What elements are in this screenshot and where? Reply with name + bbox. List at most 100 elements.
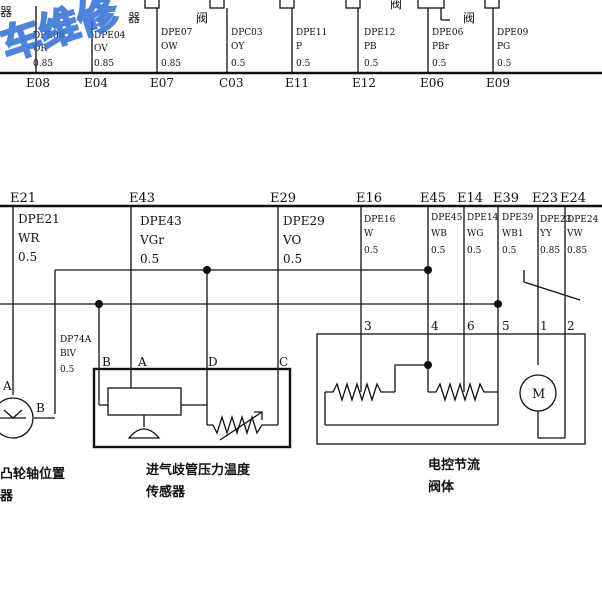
ground-symbol (127, 428, 161, 439)
thermistor (207, 414, 278, 436)
throttle-pin: 5 (502, 319, 510, 333)
throttle-label: 阀体 (428, 479, 455, 495)
map-pin: D (208, 355, 218, 369)
ecu-wire-id: DPE43 (140, 214, 182, 228)
top-connector-box (484, 0, 500, 9)
top-terminal: E06 (420, 76, 444, 90)
throttle-pin: 3 (364, 319, 372, 333)
ecu-wire-id: DPE24 (567, 215, 599, 225)
electronic-throttle-body: 3 4 6 5 1 2 M 电控节流 阀体 (316, 270, 586, 495)
ecu-pin: E14 (457, 191, 483, 206)
ecu-wire-id: DPE21 (18, 212, 60, 226)
potentiometer (428, 381, 498, 403)
ecu-wire-size: 0.5 (467, 246, 482, 256)
ecu-wire-size: 0.85 (540, 246, 560, 256)
ecu-wire-color: VW (566, 229, 583, 239)
top-wire-color: OY (231, 42, 245, 52)
ecu-pin: E43 (129, 191, 155, 206)
top-header-char: 阀 (463, 11, 475, 25)
extra-wire: DP74A BlV 0.5 (54, 270, 92, 414)
top-wire-color: PB (364, 42, 377, 52)
ecu-wire-size: 0.5 (364, 246, 379, 256)
top-wire-id: DPE09 (497, 28, 529, 38)
ecu-wire-size: 0.5 (431, 246, 446, 256)
map-pin: C (279, 355, 288, 369)
cam-position-sensor: A B 凸轮轴位置 器 (0, 304, 65, 504)
top-header-char: 器 (0, 5, 12, 19)
top-wire-color: OW (161, 42, 178, 52)
top-wire-id: DPE06 (432, 28, 464, 38)
top-wire-size: 0.85 (161, 59, 181, 69)
ecu-wire-size: 0.5 (18, 250, 37, 264)
throttle-label: 电控节流 (428, 457, 480, 473)
throttle-body-box (316, 333, 586, 445)
top-terminal: C03 (219, 76, 243, 90)
map-pin: B (102, 355, 111, 369)
top-wire-size: 0.5 (497, 59, 512, 69)
ecu-wire-color: WG (467, 229, 483, 239)
top-connector-box (345, 0, 361, 9)
top-terminal: E12 (352, 76, 376, 90)
top-connector-box (417, 0, 445, 9)
throttle-pin: 2 (567, 319, 575, 333)
top-terminal: E11 (285, 76, 309, 90)
top-wire-size: 0.85 (94, 59, 114, 69)
ecu-wire-id: DPE29 (283, 214, 325, 228)
top-wire-id: DPE11 (296, 28, 327, 38)
top-wire-id: DPE08 (33, 31, 65, 41)
top-wire-color: PBr (432, 42, 450, 52)
top-wire-size: 0.5 (364, 59, 379, 69)
throttle-pin: 6 (467, 319, 475, 333)
potentiometer (325, 381, 395, 403)
map-sensor-box (92, 367, 292, 449)
top-wire-id: DPC03 (231, 28, 263, 38)
ecu-wire-size: 0.85 (567, 246, 587, 256)
ecu-harness: E21 E43 E29 E16 E45 E14 E39 E23 E24 DPE2… (0, 191, 602, 308)
ecu-wire-color: YY (539, 229, 553, 239)
throttle-pin: 4 (431, 319, 439, 333)
top-wire-color: P (296, 42, 302, 52)
top-header-char: 器 (128, 11, 140, 25)
top-wire-color: PG (497, 42, 510, 52)
ecu-wire-color: W (364, 229, 374, 239)
top-wire-size: 0.5 (231, 59, 246, 69)
top-strip: 器 器 阀 阀 阀 DPE08 OR 0.85 E08 DPE04 OV 0.8… (0, 0, 602, 90)
ecu-pin: E24 (560, 191, 586, 206)
top-wire-id: DPE07 (161, 28, 193, 38)
extra-wire-size: 0.5 (60, 365, 75, 375)
top-header-char: 阀 (196, 11, 208, 25)
cam-pin-b: B (36, 401, 45, 415)
extra-wire-id: DP74A (60, 335, 92, 345)
map-sensor-label: 传感器 (145, 484, 186, 500)
ecu-wire-color: VGr (139, 233, 164, 247)
ecu-wire-id: DPE23 (540, 215, 572, 225)
ecu-wire-color: WB1 (502, 229, 524, 239)
top-header-char: 阀 (390, 0, 402, 11)
cam-pin-a: A (2, 379, 12, 393)
top-wire-color: OV (94, 44, 108, 54)
ecu-pin: E29 (270, 191, 296, 206)
motor-symbol: M (532, 387, 545, 402)
cam-sensor-label: 器 (0, 489, 14, 504)
map-sensor-label: 进气歧管压力温度 (146, 462, 251, 478)
top-terminal: E07 (150, 76, 174, 90)
ecu-wire-id: DPE39 (502, 213, 534, 223)
throttle-pin: 1 (540, 319, 548, 333)
map-temperature-sensor: B A D C 进气歧管压力温度 传感器 (92, 270, 292, 500)
ecu-wire-color: WR (18, 231, 40, 245)
ecu-pin: E21 (10, 191, 36, 206)
cam-sensor-symbol (0, 397, 34, 439)
top-wire-size: 0.5 (296, 59, 311, 69)
top-wire-size: 0.85 (33, 59, 53, 69)
top-wire-id: DPE12 (364, 28, 395, 38)
ecu-wire-size: 0.5 (283, 252, 302, 266)
ecu-wire-color: WB (431, 229, 447, 239)
ecu-pin: E16 (356, 191, 382, 206)
cam-sensor-label: 凸轮轴位置 (0, 466, 65, 482)
ecu-wire-id: DPE45 (431, 213, 463, 223)
ecu-wire-size: 0.5 (502, 246, 517, 256)
ecu-wire-id: DPE16 (364, 215, 396, 225)
ecu-pin: E45 (420, 191, 446, 206)
map-pin: A (137, 355, 147, 369)
